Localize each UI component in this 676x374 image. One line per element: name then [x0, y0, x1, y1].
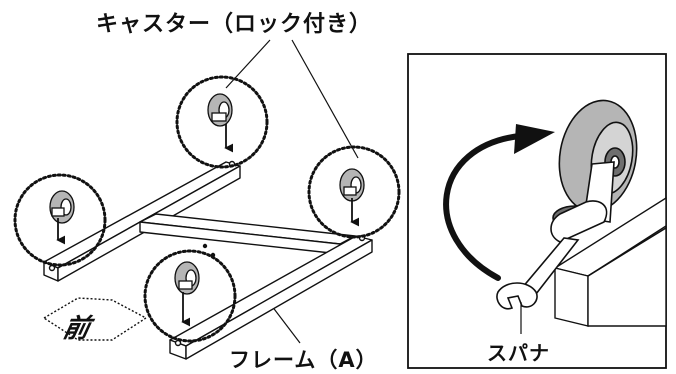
caster-wheel-icon — [207, 93, 234, 153]
rotation-arrow-icon — [443, 124, 555, 281]
detail-frame-block — [553, 196, 667, 327]
frame-a — [43, 160, 373, 360]
caster-highlight-circles — [13, 75, 401, 343]
wrench-icon — [496, 200, 608, 310]
caster-wheel-icon — [174, 261, 200, 327]
caster-label: キャスター（ロック付き） — [96, 12, 373, 37]
caster-leader-lines — [225, 39, 359, 159]
caster-wheel-icon — [339, 168, 365, 227]
wrench-label: スパナ — [487, 341, 550, 365]
front-marker-outline — [42, 297, 148, 341]
caster-wheel-icon — [49, 190, 75, 245]
frame-label: フレーム（A） — [229, 348, 378, 372]
